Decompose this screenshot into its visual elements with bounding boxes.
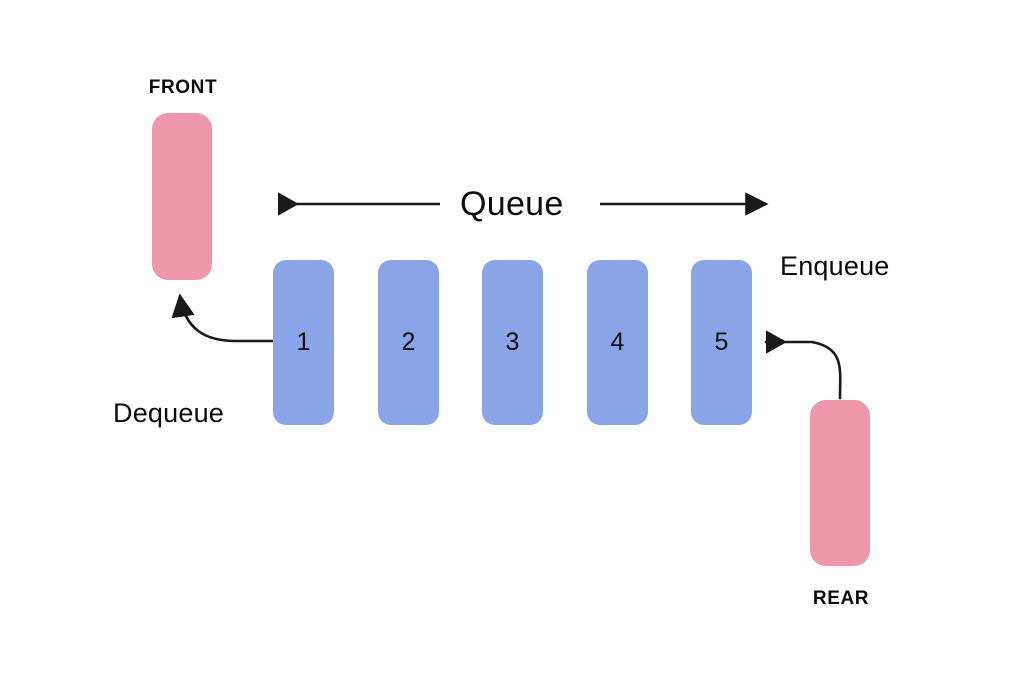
queue-cell-4: 4 (587, 260, 648, 425)
queue-cell-5-value: 5 (714, 328, 729, 356)
dequeue-operation-label: Dequeue (113, 398, 224, 428)
enqueue-curved-arrow (764, 330, 842, 400)
enqueue-operation-label: Enqueue (780, 251, 890, 281)
queue-title-label: Queue (460, 185, 564, 223)
dequeue-curved-arrow (171, 293, 274, 343)
rear-pointer-label: REAR (812, 588, 870, 609)
queue-cell-3: 3 (482, 260, 543, 425)
rear-pointer-box (810, 400, 870, 566)
queue-cell-1-value: 1 (296, 328, 311, 356)
front-pointer-box (152, 113, 212, 280)
queue-cell-4-value: 4 (610, 328, 625, 356)
queue-cell-2-value: 2 (401, 328, 416, 356)
queue-cell-5: 5 (691, 260, 752, 425)
queue-cell-3-value: 3 (505, 328, 520, 356)
front-pointer-label: FRONT (148, 77, 218, 98)
queue-cell-2: 2 (378, 260, 439, 425)
queue-cell-1: 1 (273, 260, 334, 425)
